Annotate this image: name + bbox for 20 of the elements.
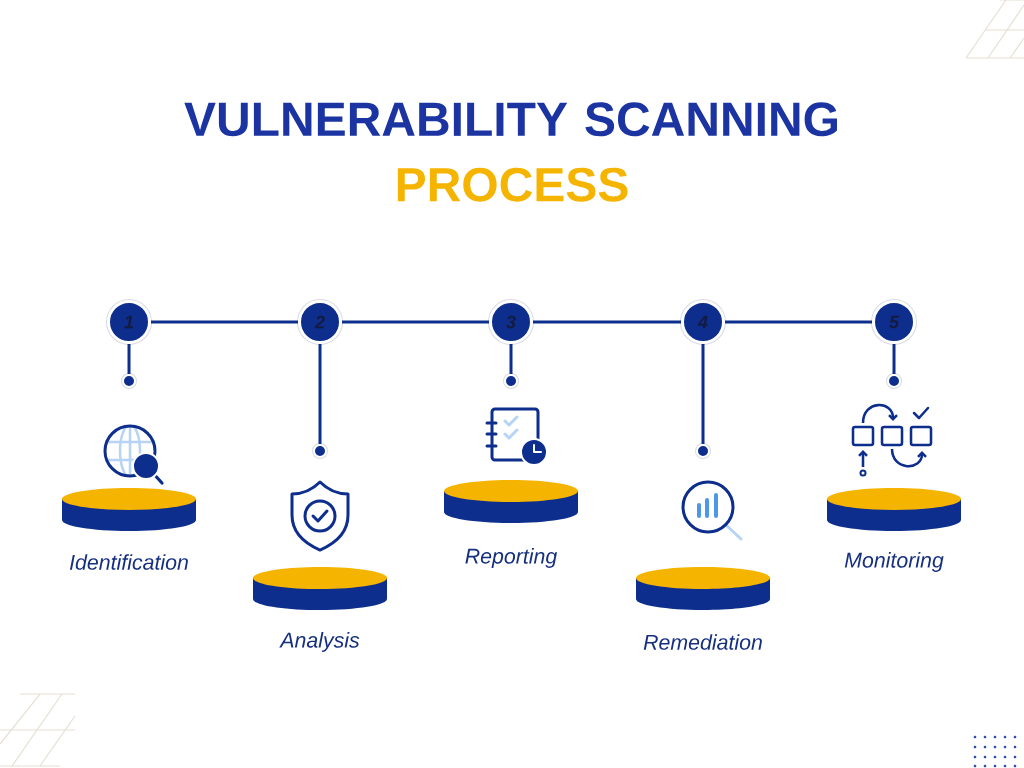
connector-line xyxy=(318,344,322,444)
step-label: Monitoring xyxy=(844,552,944,572)
step-label: Analysis xyxy=(279,632,360,652)
connector-dot xyxy=(695,443,711,459)
connector-line xyxy=(127,344,131,374)
connector-line xyxy=(509,344,513,374)
connector-line xyxy=(725,320,872,324)
step-label: Remediation xyxy=(643,634,762,650)
connector-line xyxy=(892,344,896,374)
step-label: Identification xyxy=(69,554,188,570)
connector-line xyxy=(701,344,705,444)
title: VULNERABILITY SCANNING PROCESS xyxy=(184,102,837,202)
connector-line xyxy=(342,320,489,324)
connector-dot xyxy=(121,373,137,389)
connector-dot xyxy=(503,373,519,389)
connector-line xyxy=(151,320,298,324)
connector-dot xyxy=(886,373,902,389)
connector-line xyxy=(533,320,681,324)
connector-dot xyxy=(312,443,328,459)
step-label: Reporting xyxy=(465,548,558,568)
